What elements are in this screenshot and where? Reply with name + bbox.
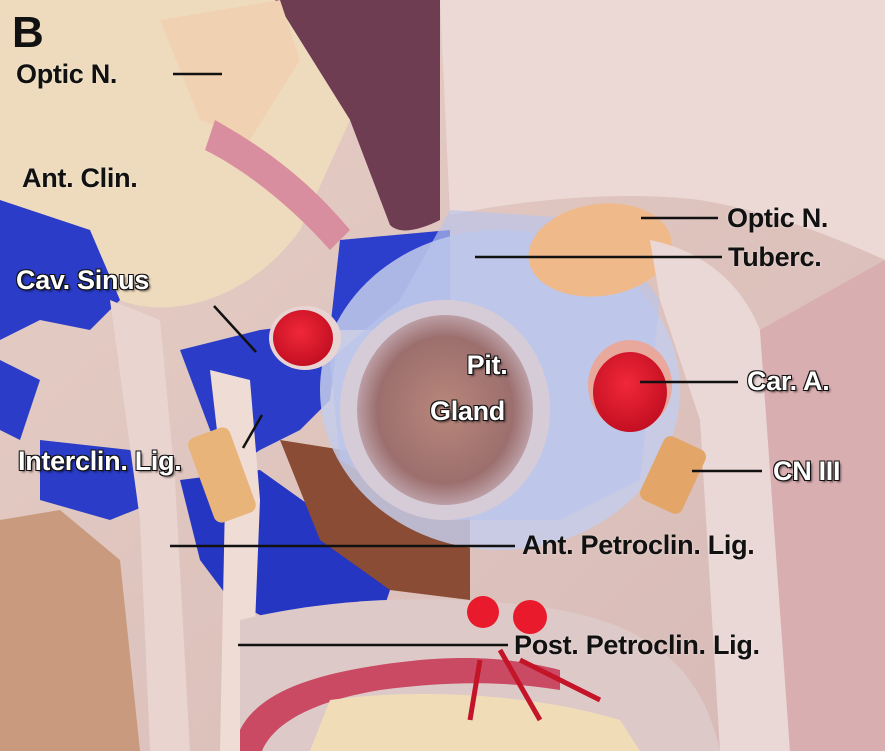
panel-letter: B xyxy=(12,8,44,57)
label-pituitary-line2: Gland xyxy=(430,396,506,426)
label-optic-nerve-right: Optic N. xyxy=(727,203,829,233)
optic-nerve-right-shape xyxy=(528,203,672,297)
label-anterior-clinoid: Ant. Clin. xyxy=(22,163,138,193)
label-cavernous-sinus: Cav. Sinus xyxy=(16,265,150,295)
label-anterior-petroclinoid-ligament: Ant. Petroclin. Lig. xyxy=(522,530,755,560)
dark-cleft xyxy=(275,0,440,231)
label-optic-nerve-left: Optic N. xyxy=(16,59,118,89)
brainstem-shape xyxy=(310,694,640,751)
cn-iii-shape xyxy=(639,436,707,514)
left-carotid-shape xyxy=(273,310,333,366)
label-cn-iii: CN III xyxy=(773,456,841,486)
left-ligament-band xyxy=(110,300,190,751)
label-tuberculum: Tuberc. xyxy=(728,242,822,272)
right-carotid-shape xyxy=(593,352,667,432)
left-lower-tissue xyxy=(0,510,140,751)
planum-dura xyxy=(440,0,885,260)
label-carotid-artery: Car. A. xyxy=(747,366,830,396)
optic-nerve-left-shape xyxy=(160,0,300,140)
left-vessel xyxy=(205,120,350,250)
leader-lines xyxy=(170,72,762,647)
label-pituitary-line1: Pit. xyxy=(466,350,508,380)
label-interclinoid-ligament: Interclin. Lig. xyxy=(18,446,182,476)
label-posterior-petroclinoid-ligament: Post. Petroclin. Lig. xyxy=(514,630,760,660)
pituitary-gland-shape xyxy=(357,315,533,505)
basilar-vessel xyxy=(240,658,560,751)
